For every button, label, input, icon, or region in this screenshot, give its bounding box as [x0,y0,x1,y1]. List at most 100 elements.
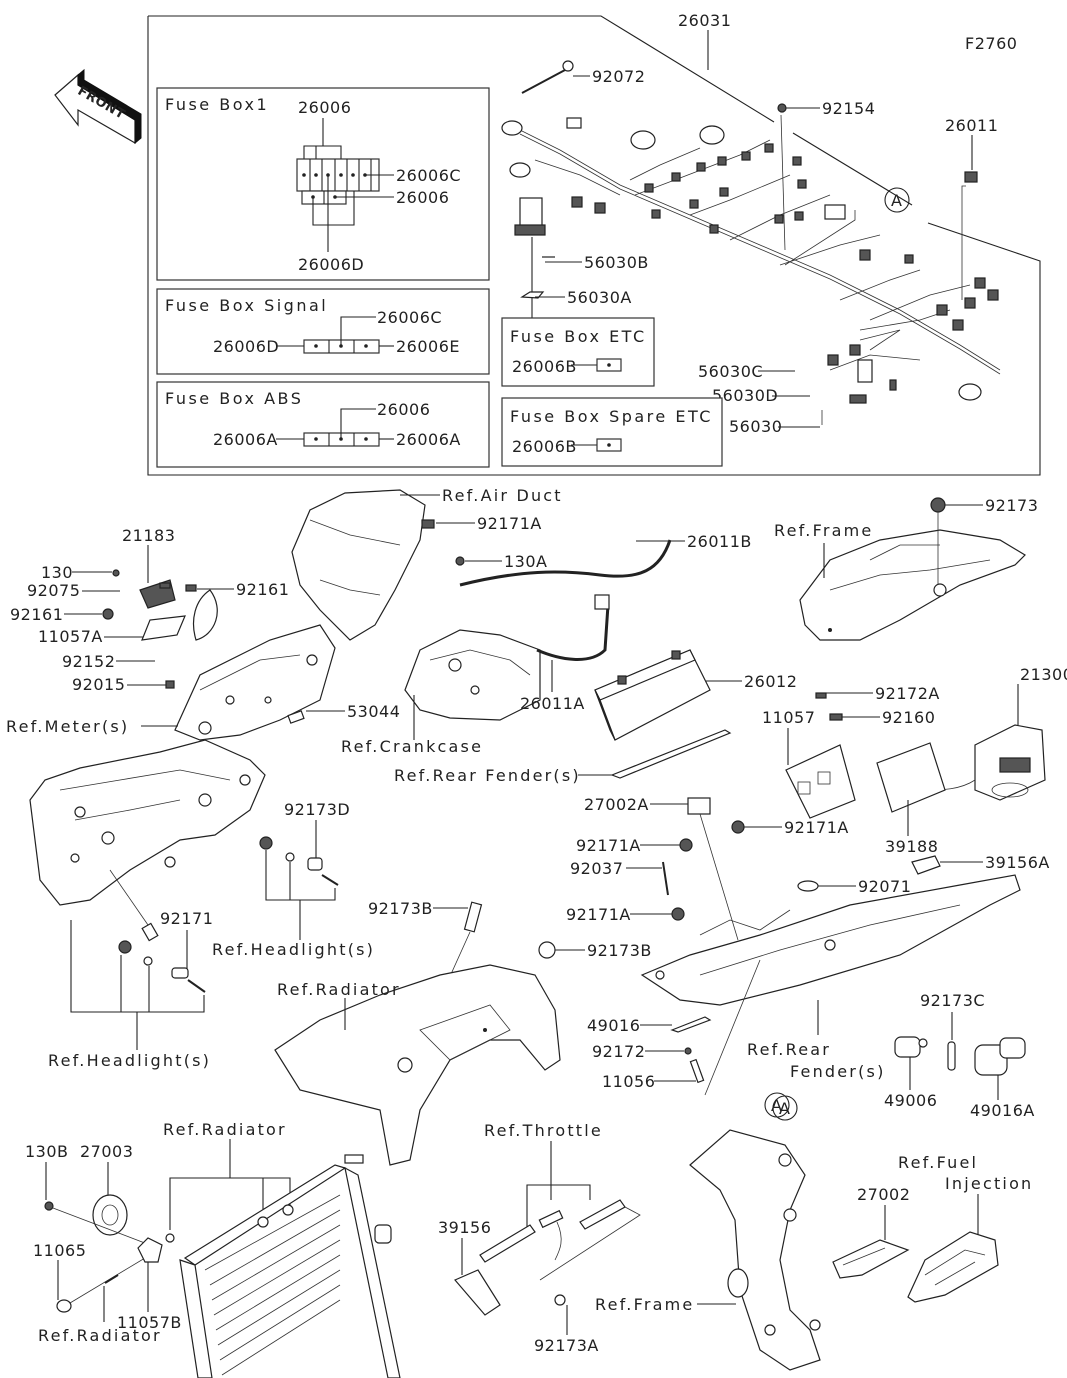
main-frame-drawing [689,1129,821,1371]
fuse-box-signal-label-e: 26006E [396,337,460,356]
label-56030A: 56030A [567,288,632,307]
front-arrow-icon: FRONT [54,68,142,145]
ref-rear-fender-lower-label-2: Fender(s) [790,1062,886,1081]
label-11057A: 11057A [38,627,103,646]
ecu-21300 [912,724,1046,801]
label-92171: 92171 [160,909,213,928]
label-11057: 11057 [762,708,815,727]
bracket-11057B [137,1237,163,1263]
ref-fuel-injection-label-2: Injection [945,1174,1033,1193]
headlight-bracket-drawing [29,739,266,942]
label-39188: 39188 [885,837,938,856]
clip-92173 [930,497,946,513]
ref-throttle-label: Ref.Throttle [484,1121,603,1140]
clamp-92173A [554,1294,566,1306]
clamp-92171A-c [671,907,685,921]
fuse-box-1-label-d: 26006D [298,255,364,274]
fuse-box-signal-title: Fuse Box Signal [165,296,328,315]
harness-box-border [147,16,1041,476]
band-92173B [463,901,483,933]
bolt-radiator [104,1274,119,1284]
fuse-box-1-label-mid: 26006 [396,188,449,207]
nut-92015 [165,680,175,689]
label-49006: 49006 [884,1091,937,1110]
horn-27003 [92,1194,128,1236]
ref-frame-top-label: Ref.Frame [774,521,873,540]
ref-meter-label: Ref.Meter(s) [6,717,129,736]
ref-rear-fender-label: Ref.Rear Fender(s) [394,766,581,785]
grommet-upper [259,836,273,850]
bolt-92154 [777,103,787,113]
battery-cable-26011A [536,604,610,661]
label-92154: 92154 [822,99,875,118]
label-92075: 92075 [27,581,80,600]
ref-headlight-lower-label: Ref.Headlight(s) [48,1051,211,1070]
label-26031: 26031 [678,11,731,30]
ref-fuel-injection-label: Ref.Fuel [898,1153,978,1172]
crankcase-drawing [404,629,541,721]
horn-bolt-line [52,1207,151,1246]
label-26011A: 26011A [520,694,585,713]
label-92161-right: 92161 [236,580,289,599]
label-11057B: 11057B [117,1313,182,1332]
bolt-130A [455,556,465,566]
rear-fender-drawing [640,874,1021,1006]
label-92037: 92037 [570,859,623,878]
label-27002A: 27002A [584,795,649,814]
bolt-92172A [815,692,827,699]
callout-a-leader [784,210,856,266]
label-39156: 39156 [438,1218,491,1237]
callout-a-label-lower: A [779,1099,790,1118]
label-92161-left: 92161 [10,605,63,624]
sensor-27002A [687,797,711,815]
pad-39156A [911,855,941,875]
clamp-92171A-top [421,519,435,529]
part-49006 [894,1036,928,1058]
grommet-lower [118,940,132,954]
fuse-box-signal-label-d: 26006D [213,337,279,356]
air-duct-drawing [291,489,426,641]
connector-26011 [964,171,978,183]
clamp-92173B-right [538,941,556,959]
label-56030D: 56030D [712,386,778,405]
fuse-box-1-label-c: 26006C [396,166,461,185]
fuse-box-abs-title: Fuse Box ABS [165,389,303,408]
fuse-box-etc-title: Fuse Box ETC [510,327,647,346]
label-92171A-b: 92171A [576,836,641,855]
fuel-injection-unit [907,1231,999,1303]
label-39156A: 39156A [985,853,1050,872]
label-92152: 92152 [62,652,115,671]
label-11065: 11065 [33,1241,86,1260]
label-56030C: 56030C [698,362,763,381]
callout-a-label: A [891,191,902,210]
ref-frame-lower-label: Ref.Frame [595,1295,694,1314]
label-26011: 26011 [945,116,998,135]
ref-headlight-upper-label: Ref.Headlight(s) [212,940,375,959]
ref-radiator-bottom-label: Ref.Radiator [38,1326,162,1345]
fuse-box-1-panel: Fuse Box1 26006 26006C 26006 26006D [156,87,490,281]
battery-cable-26011B [459,539,672,587]
label-21300: 21300 [1020,665,1067,684]
callout-a-bracket-lower [704,959,761,1096]
label-49016: 49016 [587,1016,640,1035]
label-26012: 26012 [744,672,797,691]
leader-26011-down [961,185,966,300]
label-92172: 92172 [592,1042,645,1061]
grommet-92161 [185,584,197,592]
throttle-injector-rail [479,1199,626,1263]
label-92173: 92173 [985,496,1038,515]
bracket-11057 [785,744,856,819]
label-92173C: 92173C [920,991,985,1010]
label-56030: 56030 [729,417,782,436]
label-56030B: 56030B [584,253,649,272]
tie-92037 [662,861,669,896]
radiator-drawing [165,1154,401,1378]
label-92171A-top: 92171A [477,514,542,533]
label-53044: 53044 [347,702,400,721]
bolt-upper [321,874,339,886]
label-92173A: 92173A [534,1336,599,1355]
sensor-27002 [832,1239,910,1279]
wiring-harness-26031 [501,117,1001,404]
label-130: 130 [41,563,73,582]
pad-39188 [876,742,946,813]
